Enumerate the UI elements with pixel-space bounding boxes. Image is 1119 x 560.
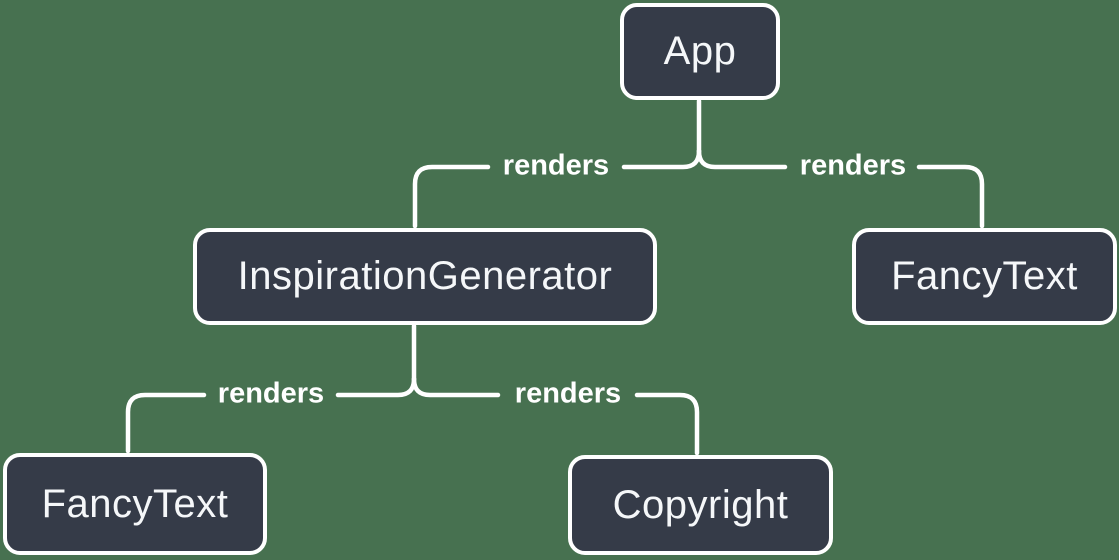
connector-inspirationgenerator-fork-right: [411, 376, 501, 398]
node-fancy-text-bottom: FancyText: [3, 453, 267, 555]
node-fancy-text-bottom-label: FancyText: [41, 481, 229, 526]
connector-inspirationgenerator-to-fancytext: [125, 392, 207, 454]
node-copyright: Copyright: [568, 455, 833, 555]
edge-label-inspirationgenerator-fancytext: renders: [217, 377, 325, 410]
edge-label-app-inspirationgenerator: renders: [502, 149, 610, 182]
node-copyright-label: Copyright: [612, 482, 789, 527]
node-app: App: [620, 3, 780, 100]
connector-inspirationgenerator-to-copyright: [634, 392, 700, 456]
connector-app-to-inspirationgenerator: [412, 164, 491, 229]
connector-app-fork-left: [621, 148, 702, 170]
connector-app-to-fancytext: [916, 164, 985, 229]
edge-label-app-fancytext: renders: [799, 149, 907, 182]
node-inspiration-generator: InspirationGenerator: [193, 228, 657, 325]
node-app-label: App: [663, 29, 737, 73]
connector-app-fork-right: [696, 148, 788, 170]
connector-inspirationgenerator-fork-left: [335, 376, 417, 398]
node-fancy-text-top-label: FancyText: [891, 254, 1078, 298]
node-inspiration-generator-label: InspirationGenerator: [237, 254, 613, 298]
node-fancy-text-top: FancyText: [852, 228, 1117, 325]
edge-label-inspirationgenerator-copyright: renders: [514, 377, 622, 410]
